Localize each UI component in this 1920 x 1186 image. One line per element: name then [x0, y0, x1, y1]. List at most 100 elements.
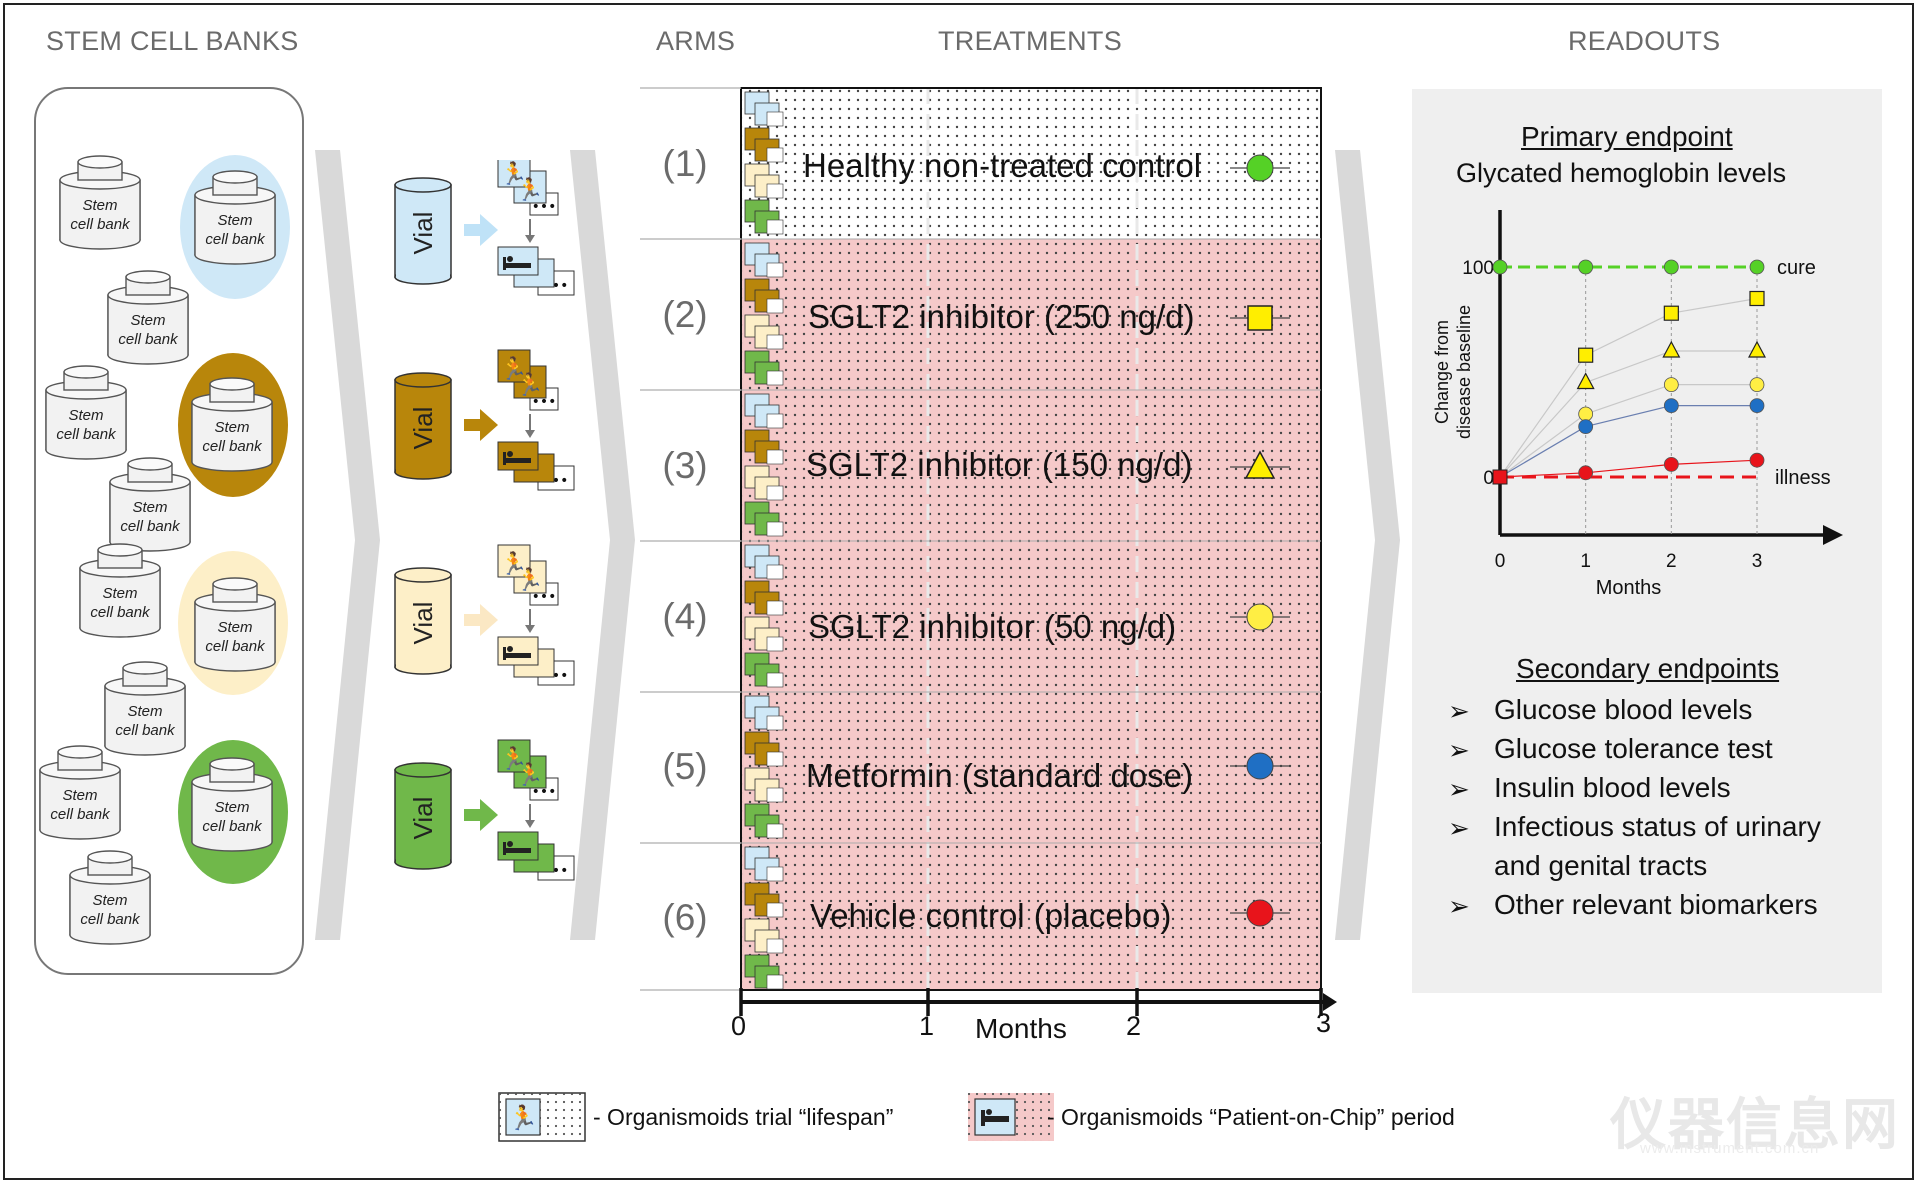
timeline-tick-3: 3 [1316, 1008, 1332, 1038]
chart-x-label: Months [1596, 577, 1662, 599]
stem-cell-bank-jar-7: Stem cell bank [79, 543, 161, 638]
runner-icon: 🏃 [516, 567, 543, 593]
chart-point-circle [1663, 456, 1679, 472]
chart-series-line-4 [1499, 384, 1757, 478]
stem-cell-bank-jar-12: Stem cell bank [69, 850, 151, 945]
chart-point-circle [1749, 398, 1765, 414]
chart-x-axis-arrowhead [1823, 525, 1843, 545]
arrow-right-icon [464, 214, 498, 246]
circle-blue-marker-icon [1246, 752, 1274, 780]
timeline-tick-0: 0 [731, 1011, 747, 1041]
square-marker-icon [1247, 305, 1273, 331]
arm-treatment-label-3: SGLT2 inhibitor (150 ng/d) [806, 446, 1193, 483]
chevron-arrow-3 [1335, 150, 1400, 940]
secondary-endpoint-item-3: Insulin blood levels [1494, 772, 1731, 803]
circle-red-marker-icon [1246, 899, 1274, 927]
stem-cell-bank-label-line1: Stem [92, 892, 127, 909]
secondary-bullet-arrow-icon: ➢ [1448, 696, 1470, 726]
timeline-tick-2: 2 [1126, 1011, 1142, 1041]
stem-cell-bank-jar-6: Stem cell bank [109, 457, 191, 552]
stem-cell-bank-label-line2: cell bank [50, 806, 111, 823]
stem-cell-bank-label-line2: cell bank [115, 722, 176, 739]
header-arms: ARMS [656, 26, 736, 56]
arrow-right-icon [464, 604, 498, 636]
header-treatments: TREATMENTS [938, 26, 1122, 56]
organismoid-strip-arm-5 [744, 695, 784, 839]
chart-point-triangle [1748, 340, 1766, 358]
stem-cell-bank-label-line2: cell bank [90, 604, 151, 621]
treatment-timeline [640, 87, 1337, 1016]
vial-group-green: Vial•••🏃🏃••• [394, 739, 575, 881]
secondary-bullet-arrow-icon: ➢ [1448, 891, 1470, 921]
chart-point-triangle [1662, 340, 1681, 358]
chart-series-line-3 [1499, 350, 1757, 478]
secondary-endpoints-title: Secondary endpoints [1516, 653, 1780, 684]
stem-cell-bank-label-line2: cell bank [70, 216, 131, 233]
vial-label: Vial [408, 407, 438, 450]
arrow-right-icon [464, 409, 498, 441]
chart-point-circle [1749, 259, 1765, 275]
header-readouts: READOUTS [1568, 26, 1721, 56]
vial-group-blue: Vial•••🏃🏃••• [394, 160, 575, 296]
organismoid-strip-arm-6 [744, 846, 784, 990]
stem-cell-bank-label-line1: Stem [217, 619, 252, 636]
chart-point-circle [1749, 377, 1765, 393]
chart-y-label-line1: Change from [1432, 320, 1452, 424]
bed-icon [503, 263, 531, 268]
runner-icon: 🏃 [500, 356, 527, 382]
arm-number-1: (1) [662, 143, 708, 184]
arm-treatment-label-4: SGLT2 inhibitor (50 ng/d) [808, 608, 1177, 645]
timeline-axis-label: Months [975, 1013, 1067, 1044]
arm-number-5: (5) [662, 746, 708, 787]
stem-cell-bank-label-line2: cell bank [120, 518, 181, 535]
secondary-bullet-arrow-icon: ➢ [1448, 774, 1470, 804]
vial-label: Vial [408, 797, 438, 840]
stem-cell-bank-label-line2: cell bank [202, 818, 263, 835]
runner-icon: 🏃 [500, 161, 527, 187]
legend-lifespan-swatch: 🏃 [498, 1092, 586, 1142]
vial-group-cream: Vial•••🏃🏃••• [394, 544, 575, 686]
legend-patient-swatch [968, 1093, 1054, 1141]
triangle-marker-icon [1244, 450, 1276, 479]
stem-cell-bank-label-line1: Stem [214, 419, 249, 436]
chart-origin-point [1492, 469, 1508, 485]
stem-cell-bank-label-line2: cell bank [56, 426, 117, 443]
chart-x-tick-0: 0 [1495, 551, 1506, 572]
chart-point-circle [1578, 419, 1594, 435]
chart-point-circle [1578, 406, 1594, 422]
primary-endpoint-title: Primary endpoint [1521, 121, 1733, 152]
stem-cell-bank-jar-11: Stem cell bank [191, 757, 273, 852]
runner-icon: 🏃 [500, 551, 527, 577]
chart-y-tick-100: 100 [1462, 258, 1494, 279]
arm-number-2: (2) [662, 294, 708, 335]
primary-endpoint-subtitle: Glycated hemoglobin levels [1456, 158, 1787, 188]
stem-cell-bank-label-line2: cell bank [205, 231, 266, 248]
timeline-tick-1: 1 [919, 1011, 935, 1041]
stem-cell-bank-jar-4: Stem cell bank [45, 365, 127, 460]
runner-icon: 🏃 [516, 762, 543, 788]
arm-number-4: (4) [662, 596, 708, 637]
secondary-endpoint-item-1: Glucose blood levels [1494, 694, 1753, 725]
legend-lifespan-text: - Organismoids trial “lifespan” [593, 1104, 894, 1130]
chart-series-line-6 [1499, 459, 1758, 478]
arm-number-3: (3) [662, 445, 708, 486]
stem-cell-bank-label-line1: Stem [132, 499, 167, 516]
watermark-url: www.instrument.com.cn [1640, 1140, 1820, 1157]
stem-cell-bank-label-line1: Stem [214, 799, 249, 816]
secondary-endpoint-item-5: and genital tracts [1494, 850, 1708, 881]
secondary-bullet-arrow-icon: ➢ [1448, 813, 1470, 843]
stem-cell-bank-label-line2: cell bank [80, 911, 141, 928]
arrow-right-icon [464, 799, 498, 831]
stem-cell-bank-label-line1: Stem [102, 585, 137, 602]
vial-label: Vial [408, 212, 438, 255]
organismoid-strip-arm-1 [744, 91, 784, 235]
stem-cell-bank-label-line1: Stem [62, 787, 97, 804]
chart-point-square [1578, 347, 1594, 363]
chart-point-circle [1663, 377, 1679, 393]
chart-point-circle [1749, 452, 1765, 468]
stem-cell-bank-label-line1: Stem [68, 407, 103, 424]
secondary-endpoint-item-6: Other relevant biomarkers [1494, 889, 1818, 920]
chart-point-circle [1492, 259, 1508, 275]
